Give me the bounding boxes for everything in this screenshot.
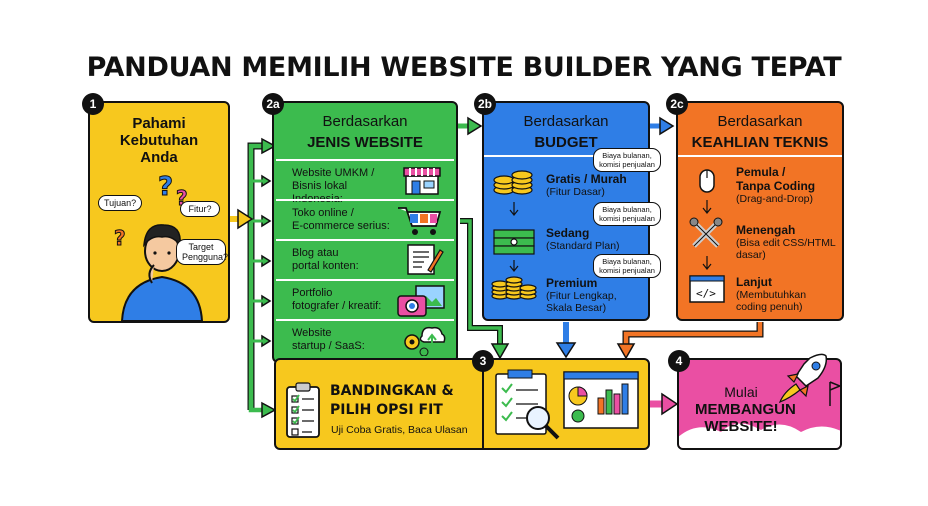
cart-icon	[398, 207, 442, 235]
skill-level-menengah: Menengah (Bisa edit CSS/HTML dasar)	[736, 223, 836, 261]
step-2c-badge: 2c	[666, 93, 688, 115]
skill-icons: </>	[689, 169, 725, 303]
step-3-title: BANDINGKAN & PILIH OPSI FIT	[330, 383, 454, 418]
bubble-target: Target Pengguna?	[176, 239, 228, 265]
step-1-badge: 1	[82, 93, 104, 115]
bubble-fitur: Fitur?	[180, 201, 220, 217]
type-row-ecommerce: Toko online /E-commerce serius:	[276, 199, 454, 239]
checklist-clipboard-icon	[286, 382, 320, 438]
svg-text:?: ?	[158, 173, 173, 202]
gear-cloud-icon	[404, 326, 446, 356]
step-3-subtitle: Uji Coba Gratis, Baca Ulasan	[331, 424, 468, 436]
thinking-person-icon: ? ? ?	[114, 173, 204, 321]
step-3-badge: 3	[472, 350, 494, 372]
camera-icon	[397, 285, 445, 317]
bubble-tujuan: Tujuan?	[98, 195, 142, 211]
step-2b-badge: 2b	[474, 93, 496, 115]
cost-bubble-2: Biaya bulanan,komisi penjualan	[593, 202, 661, 226]
skill-level-pemula: Pemula / Tanpa Coding (Drag-and-Drop)	[736, 165, 816, 205]
budget-tier-gratis: Gratis / Murah (Fitur Dasar)	[546, 172, 627, 198]
rocket-icon	[778, 353, 840, 406]
step-2a-header: Berdasarkan JENIS WEBSITE	[307, 113, 423, 151]
svg-text:</>: </>	[696, 287, 716, 300]
money-stack-icons	[491, 170, 537, 300]
step-2a-badge: 2a	[262, 93, 284, 115]
step-1-box: Pahami Kebutuhan Anda ? ? ? Tujuan? Fitu…	[88, 101, 230, 323]
store-icon	[403, 167, 441, 195]
step-2c-header: Berdasarkan KEAHLIAN TEKNIS	[691, 113, 829, 151]
skill-level-lanjut: Lanjut (Membutuhkan coding penuh)	[736, 275, 807, 313]
budget-tier-premium: Premium (Fitur Lengkap, Skala Besar)	[546, 276, 617, 314]
step-2b-header: Berdasarkan BUDGET	[523, 113, 609, 151]
step-1-title: Pahami Kebutuhan Anda	[119, 115, 199, 166]
cost-bubble-1: Biaya bulanan,komisi penjualan	[593, 148, 661, 172]
budget-tier-sedang: Sedang (Standard Plan)	[546, 226, 620, 252]
cost-bubble-3: Biaya bulanan,komisi penjualan	[593, 254, 661, 278]
svg-text:?: ?	[114, 226, 126, 250]
compare-analysis-icon	[495, 369, 639, 440]
page-title: PANDUAN MEMILIH WEBSITE BUILDER YANG TEP…	[86, 52, 842, 83]
step-4-badge: 4	[668, 350, 690, 372]
step-4-text: Mulai MEMBANGUN WEBSITE!	[695, 384, 796, 435]
cloud-decoration-icon	[679, 423, 840, 448]
document-pen-icon	[407, 244, 444, 275]
